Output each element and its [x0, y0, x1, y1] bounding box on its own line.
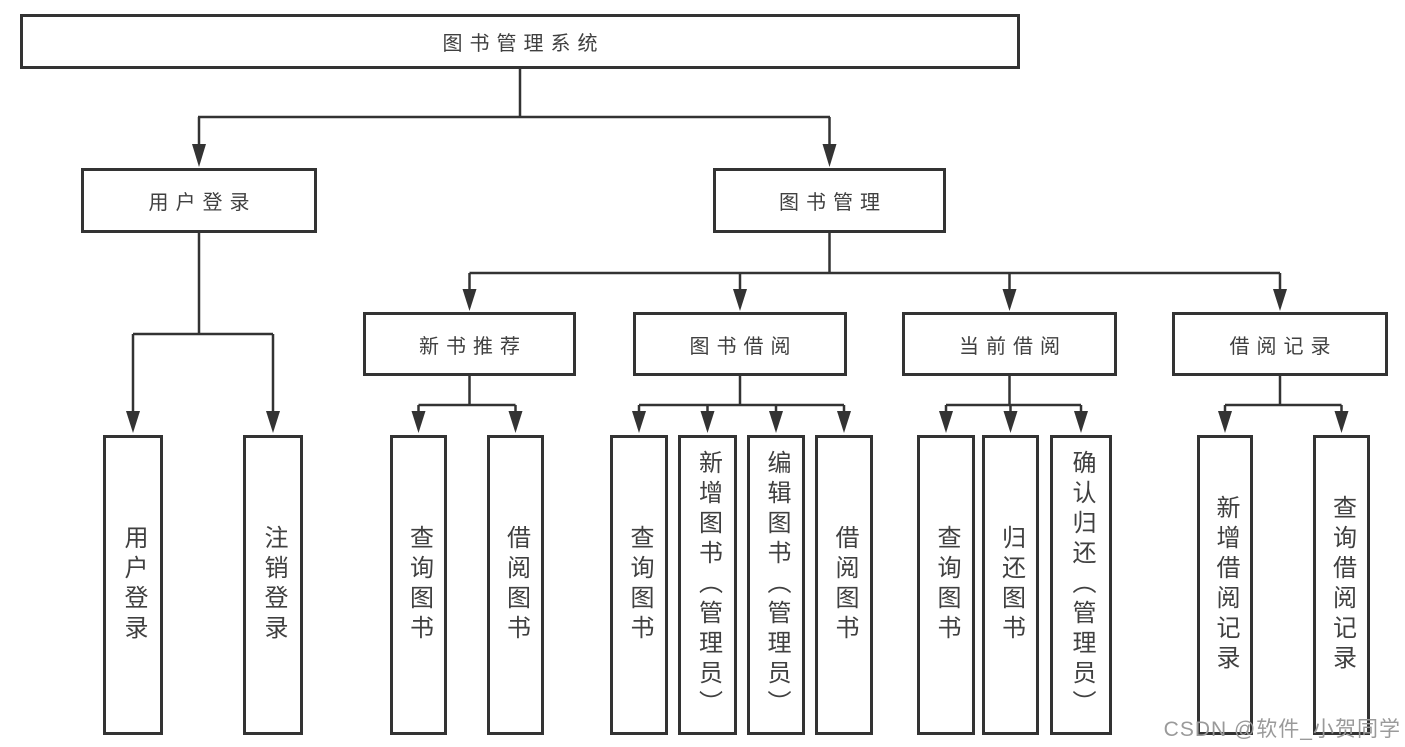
- node-book-management: 图书管理: [713, 168, 946, 233]
- node-borrow-records-label: 借阅记录: [1229, 335, 1338, 358]
- leaf-user-login-label: 用户登录: [120, 525, 147, 645]
- node-book-borrow: 图书借阅: [633, 312, 847, 376]
- leaf-current-query-books: 查询图书: [917, 435, 975, 735]
- leaf-current-confirm-return-admin-label: 确认归还（管理员）: [1068, 450, 1095, 720]
- csdn-watermark: CSDN @软件_小贺同学: [1163, 718, 1401, 741]
- leaf-current-return-books-label: 归还图书: [997, 525, 1025, 645]
- node-user-login: 用户登录: [81, 168, 317, 233]
- node-root-system: 图书管理系统: [20, 14, 1020, 69]
- arrowheads: [126, 144, 1349, 433]
- node-current-borrow: 当前借阅: [902, 312, 1117, 376]
- leaf-borrow-borrow-books-label: 借阅图书: [831, 525, 858, 645]
- leaf-records-query-record-label: 查询借阅记录: [1328, 495, 1356, 675]
- leaf-borrow-add-books-admin: 新增图书（管理员）: [678, 435, 737, 735]
- leaf-borrow-edit-books-admin: 编辑图书（管理员）: [747, 435, 805, 735]
- node-current-borrow-label: 当前借阅: [959, 335, 1067, 358]
- leaf-current-return-books: 归还图书: [982, 435, 1039, 735]
- node-borrow-records: 借阅记录: [1172, 312, 1388, 376]
- leaf-recommend-borrow-books: 借阅图书: [487, 435, 544, 735]
- node-new-book-recommend: 新书推荐: [363, 312, 576, 376]
- leaf-recommend-query-books: 查询图书: [390, 435, 447, 735]
- leaf-logout: 注销登录: [243, 435, 303, 735]
- leaf-recommend-borrow-books-label: 借阅图书: [502, 525, 530, 645]
- leaf-records-query-record: 查询借阅记录: [1313, 435, 1370, 735]
- leaf-records-add-record-label: 新增借阅记录: [1212, 495, 1239, 675]
- leaf-borrow-add-books-admin-label: 新增图书（管理员）: [694, 450, 722, 720]
- node-book-management-label: 图书管理: [779, 192, 887, 214]
- leaf-current-confirm-return-admin: 确认归还（管理员）: [1050, 435, 1112, 735]
- leaf-user-login: 用户登录: [103, 435, 163, 735]
- leaf-borrow-borrow-books: 借阅图书: [815, 435, 873, 735]
- leaf-current-query-books-label: 查询图书: [933, 525, 960, 645]
- leaf-logout-label: 注销登录: [260, 525, 287, 645]
- node-user-login-label: 用户登录: [148, 192, 257, 214]
- node-root-system-label: 图书管理系统: [442, 33, 605, 55]
- leaf-recommend-query-books-label: 查询图书: [405, 525, 433, 645]
- leaf-records-add-record: 新增借阅记录: [1197, 435, 1253, 735]
- node-new-book-recommend-label: 新书推荐: [419, 335, 527, 358]
- leaf-borrow-edit-books-admin-label: 编辑图书（管理员）: [763, 450, 790, 720]
- leaf-borrow-query-books-label: 查询图书: [626, 525, 653, 645]
- leaf-borrow-query-books: 查询图书: [610, 435, 668, 735]
- node-book-borrow-label: 图书借阅: [689, 335, 798, 358]
